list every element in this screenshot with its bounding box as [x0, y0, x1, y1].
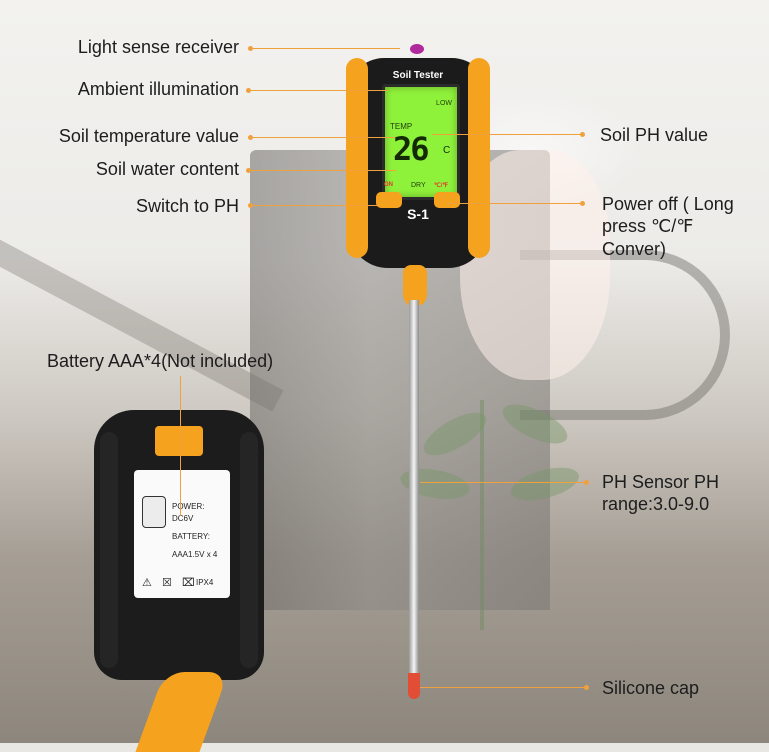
light-sensor-icon	[410, 44, 424, 54]
on-button-label: ON	[384, 182, 393, 188]
back-side-grip	[100, 432, 118, 668]
callout-dot	[580, 132, 585, 137]
lcd-moisture-label: DRY	[411, 182, 426, 189]
lcd-unit: C	[443, 145, 451, 156]
callout-line	[420, 482, 586, 483]
back-side-grip	[240, 432, 258, 668]
callout-dot	[248, 46, 253, 51]
callout-line	[250, 137, 395, 138]
model-label: S-1	[407, 206, 429, 222]
label-ph-sensor-2: range:3.0-9.0	[602, 494, 710, 514]
switch-ph-button[interactable]	[376, 192, 402, 208]
label-ambient-illumination: Ambient illumination	[77, 79, 239, 99]
sticker-power-value: DC6V	[172, 514, 194, 523]
ph-sensor-probe	[409, 300, 419, 680]
lcd-light-label: LOW	[436, 100, 452, 107]
callout-dot	[246, 168, 251, 173]
label-silicone-cap: Silicone cap	[602, 678, 700, 698]
callout-line	[420, 687, 586, 688]
callout-dot	[584, 480, 589, 485]
recycle-bin-icon: ⌧	[182, 577, 195, 589]
meter-side-grip-left	[346, 58, 368, 258]
label-soil-temperature-value: Soil temperature value	[58, 126, 239, 146]
person-icon: ☒	[162, 577, 172, 589]
sticker-power-label: POWER:	[172, 502, 205, 511]
sticker-battery-label: BATTERY:	[172, 532, 210, 541]
battery-cover-latch[interactable]	[155, 426, 203, 456]
watering-can-spout	[0, 221, 284, 412]
meter-side-grip-right	[468, 58, 490, 258]
back-sticker: POWER: DC6V BATTERY: AAA1.5V x 4 ⚠ ☒ ⌧ I…	[134, 470, 230, 598]
power-button[interactable]	[434, 192, 460, 208]
callout-line	[180, 376, 181, 516]
watering-can-handle	[520, 250, 730, 420]
label-soil-water-content: Soil water content	[95, 159, 239, 179]
label-light-sense-receiver: Light sense receiver	[77, 37, 239, 57]
label-switch-to-ph: Switch to PH	[135, 196, 239, 216]
meter-brand: Soil Tester	[392, 70, 444, 81]
callout-dot	[580, 201, 585, 206]
silicone-cap	[408, 673, 420, 699]
lcd-screen: LOW TEMP 26 C DRY	[382, 84, 460, 200]
callout-line	[250, 205, 378, 206]
callout-dot	[584, 685, 589, 690]
battery-icon	[142, 496, 166, 528]
label-battery: Battery AAA*4(Not included)	[47, 351, 274, 371]
label-power-off-1: Power off ( Long	[602, 194, 734, 214]
unit-button-label: ℃/℉	[434, 183, 449, 189]
sticker-rating: IPX4	[196, 578, 214, 587]
warning-icon: ⚠	[142, 577, 152, 589]
soil-tester-back: POWER: DC6V BATTERY: AAA1.5V x 4 ⚠ ☒ ⌧ I…	[94, 410, 264, 680]
callout-dot	[246, 88, 251, 93]
callout-line	[432, 134, 582, 135]
label-ph-sensor-1: PH Sensor PH	[602, 472, 720, 492]
sticker-battery-value: AAA1.5V x 4	[172, 550, 218, 559]
label-power-off-3: Conver)	[602, 239, 667, 259]
callout-line	[448, 203, 582, 204]
meter-neck	[403, 265, 427, 305]
label-soil-ph-value: Soil PH value	[600, 125, 709, 145]
callout-line	[248, 90, 388, 91]
callout-dot	[248, 203, 253, 208]
plant-stem	[480, 400, 484, 630]
callout-line	[248, 170, 396, 171]
callout-dot	[248, 135, 253, 140]
callout-line	[250, 48, 400, 49]
soil-tester-front: Soil Tester LOW TEMP 26 C DRY ON ℃/℉ S-1	[346, 44, 490, 268]
lcd-value: 26	[393, 130, 430, 168]
label-power-off-2: press ℃/℉	[602, 216, 694, 236]
lcd-temp-label: TEMP	[390, 122, 413, 131]
